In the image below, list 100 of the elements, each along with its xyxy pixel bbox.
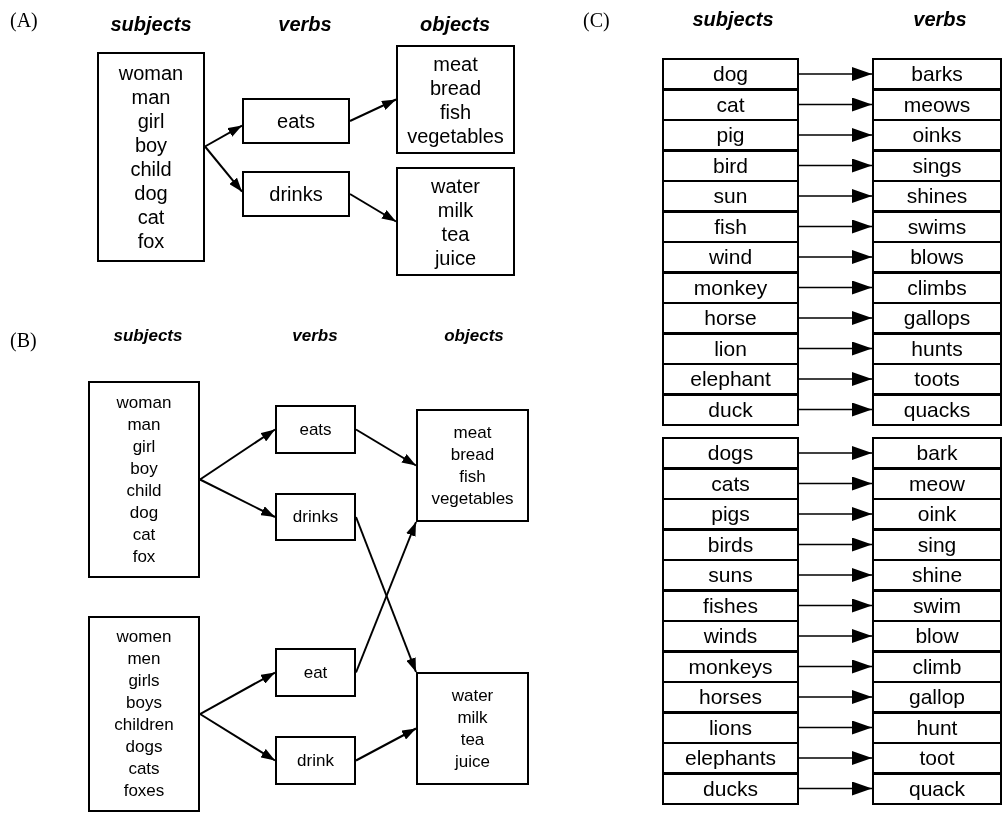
word: juice [434,245,477,270]
word: meat [453,421,492,444]
word: woman [116,391,172,414]
word-cell [662,271,799,304]
word: drink [297,749,334,772]
word: boy [134,133,168,157]
word: boys [126,692,162,714]
word: girl [132,435,156,458]
word-cell [872,650,1002,683]
word: bird [713,152,748,179]
word: child [126,479,162,502]
word-cell [872,681,1002,713]
arrow [798,341,873,356]
column-heading: verbs [292,326,338,346]
word: man [127,413,161,436]
word: foxes [123,780,165,802]
word-cell [872,119,1002,151]
arrow [798,250,873,264]
word: milk [437,197,474,222]
word-cell [872,528,1002,561]
arrow [798,629,873,643]
arrow [798,128,873,142]
word-cell [662,119,799,151]
word: girl [137,109,165,133]
word: dog [134,181,168,205]
word-cell [662,467,799,500]
arrow [798,751,873,765]
word-list-box [396,167,515,276]
word: cat [137,205,165,229]
word: dogs [707,440,754,466]
word-list-box [275,405,356,454]
panel-label: (C) [583,8,610,32]
word-cell [872,241,1002,273]
arrow [798,372,873,386]
column-heading: verbs [278,12,332,36]
arrow [798,690,873,704]
word: tea [460,728,485,751]
word: eats [299,418,332,441]
word: monkeys [688,653,773,680]
word-cell [872,589,1002,622]
word-cell [662,772,799,805]
word: pigs [711,501,750,527]
word: quacks [903,396,971,423]
word: cats [711,470,750,497]
word: juice [455,750,490,773]
word: oink [917,501,957,527]
column-heading: verbs [913,7,967,31]
word: sing [917,531,957,558]
word: toot [919,745,955,771]
word: winds [703,623,758,649]
arrow [798,507,873,521]
word-cell [872,393,1002,426]
word-cell [662,681,799,713]
word-cell [872,467,1002,500]
arrow [798,97,873,112]
word-list-box [88,616,200,812]
word: cat [132,523,156,546]
panel-label: (B) [10,328,37,352]
word-cell [872,437,1002,469]
word-cell [662,650,799,683]
word-cell [872,620,1002,652]
word-cell [662,393,799,426]
word: monkey [693,274,768,301]
word-cell [662,180,799,212]
word: barks [911,61,963,87]
word-cell [662,149,799,182]
word-cell [872,271,1002,304]
word: vegetables [407,123,504,148]
arrow [798,598,873,613]
arrow [355,727,417,762]
word: toots [914,366,960,392]
word-cell [872,772,1002,805]
word: meow [909,470,965,497]
word-cell [872,210,1002,243]
word-cell [662,589,799,622]
word: fish [439,99,472,124]
word-cell [662,210,799,243]
word: men [127,648,161,670]
word-list-box [275,648,356,697]
arrow [355,428,417,467]
word: bread [450,443,495,466]
word-cell [662,332,799,365]
arrow [204,145,243,193]
arrow [798,402,873,417]
word-cell [872,180,1002,212]
word-cell [662,559,799,591]
word: suns [708,562,753,588]
word: fish [714,213,747,240]
word: tea [441,221,470,246]
arrow [349,193,397,223]
word-cell [662,58,799,90]
word: bread [429,75,482,100]
word: fox [132,545,156,568]
word: meat [433,51,478,76]
word-cell [662,302,799,334]
arrow [199,671,276,715]
arrow [349,98,397,122]
word: eats [277,109,315,133]
arrow [798,781,873,796]
word: sings [912,152,962,179]
